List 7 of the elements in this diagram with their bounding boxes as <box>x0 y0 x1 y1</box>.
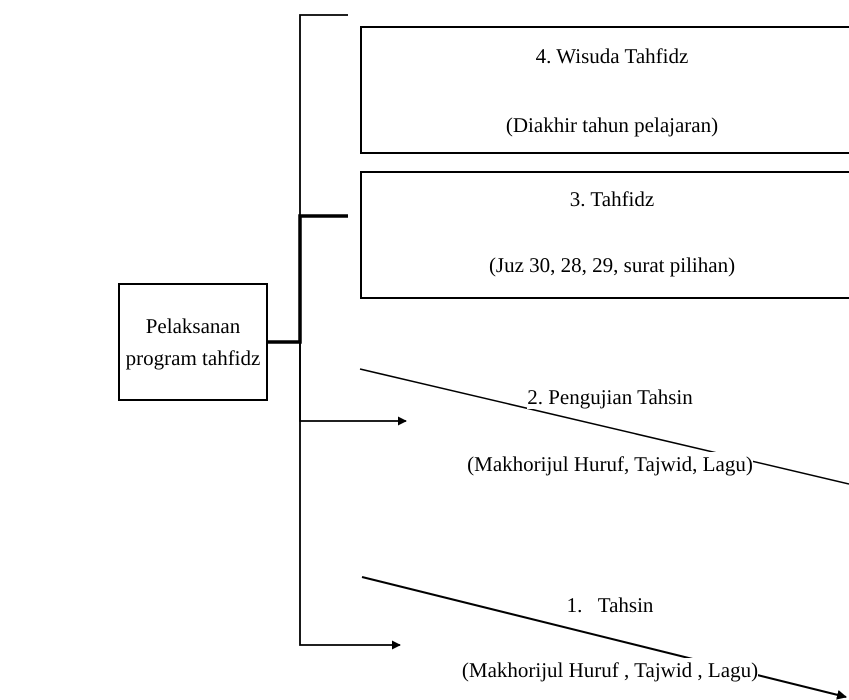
node-text: Pelaksanan program tahfidz <box>124 313 262 372</box>
step-detail: (Makhorijul Huruf , Tajwid , Lagu) <box>462 658 758 682</box>
step-detail: (Makhorijul Huruf, Tajwid, Lagu) <box>467 452 753 476</box>
connector <box>268 214 348 344</box>
process-box <box>360 26 849 154</box>
process-box <box>118 283 268 401</box>
process-box <box>360 171 849 299</box>
